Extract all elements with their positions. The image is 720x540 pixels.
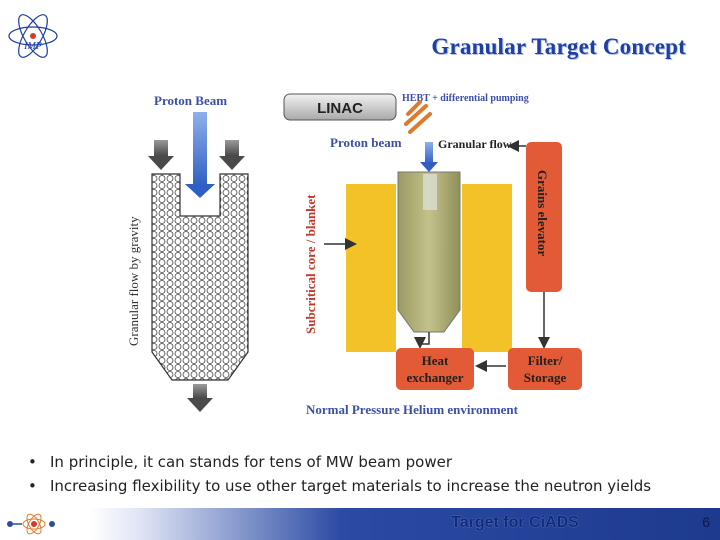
heat-exchanger-label-line2: exchanger <box>406 370 463 385</box>
left-proton-beam-arrow <box>185 112 215 198</box>
blanket-block-right <box>462 184 512 352</box>
granular-flow-label: Granular flow <box>438 137 512 151</box>
grains-elevator-box <box>526 142 562 292</box>
linac-box <box>283 93 397 121</box>
right-proton-beam-arrow <box>420 142 438 172</box>
bullet-marker: • <box>28 477 37 495</box>
bullet-marker: • <box>28 453 37 471</box>
grain-inlet-arrow-right <box>219 140 245 170</box>
filter-storage-label-line1: Filter/ <box>528 353 563 368</box>
hebt-pumping-icon <box>404 100 432 134</box>
grain-outlet-arrow <box>187 384 213 412</box>
beam-window <box>423 174 437 210</box>
bullet-list: • In principle, it can stands for tens of… <box>28 452 708 500</box>
footer-atom-icon <box>7 513 55 535</box>
granular-target-diagram: Proton Beam Granular flow by gravity LIN… <box>126 93 582 417</box>
blanket-block-left <box>346 184 396 352</box>
page-number: 6 <box>702 514 710 530</box>
environment-label: Normal Pressure Helium environment <box>306 402 519 417</box>
core-vessel <box>397 171 461 333</box>
footer-title: Target for CiADS <box>451 514 579 531</box>
institute-logo: IMP <box>8 14 58 58</box>
hebt-label: HEBT + differential pumping <box>402 93 529 104</box>
slide-title: Granular Target Concept <box>431 34 686 59</box>
flow-connection-lines <box>414 140 550 372</box>
heat-exchanger-box <box>396 348 474 390</box>
bullet-item: • Increasing flexibility to use other tar… <box>28 476 708 500</box>
filter-storage-box <box>508 348 582 390</box>
bullet-text: In principle, it can stands for tens of … <box>50 453 453 471</box>
logo-text: IMP <box>23 41 42 52</box>
vessel-granular-bed <box>151 173 249 381</box>
left-vessel-diagram: Proton Beam Granular flow by gravity <box>126 93 249 412</box>
bullet-text: Increasing flexibility to use other targ… <box>50 477 652 495</box>
right-proton-beam-label: Proton beam <box>330 135 402 150</box>
linac-label: LINAC <box>317 100 363 117</box>
grain-inlet-arrow-left <box>148 140 174 170</box>
filter-storage-label-line2: Storage <box>524 370 567 385</box>
heat-exchanger-label-line1: Heat <box>422 353 449 368</box>
granular-flow-gravity-label: Granular flow by gravity <box>126 216 141 346</box>
subcritical-label: Subcritical core / blanket <box>303 194 318 334</box>
bullet-item: • In principle, it can stands for tens of… <box>28 452 708 476</box>
right-system-diagram: LINAC HEBT + differential pumping Proton… <box>283 93 582 417</box>
footer-bar <box>90 508 720 540</box>
grains-elevator-label: Grains elevator <box>535 170 550 257</box>
left-proton-beam-label: Proton Beam <box>154 93 227 108</box>
